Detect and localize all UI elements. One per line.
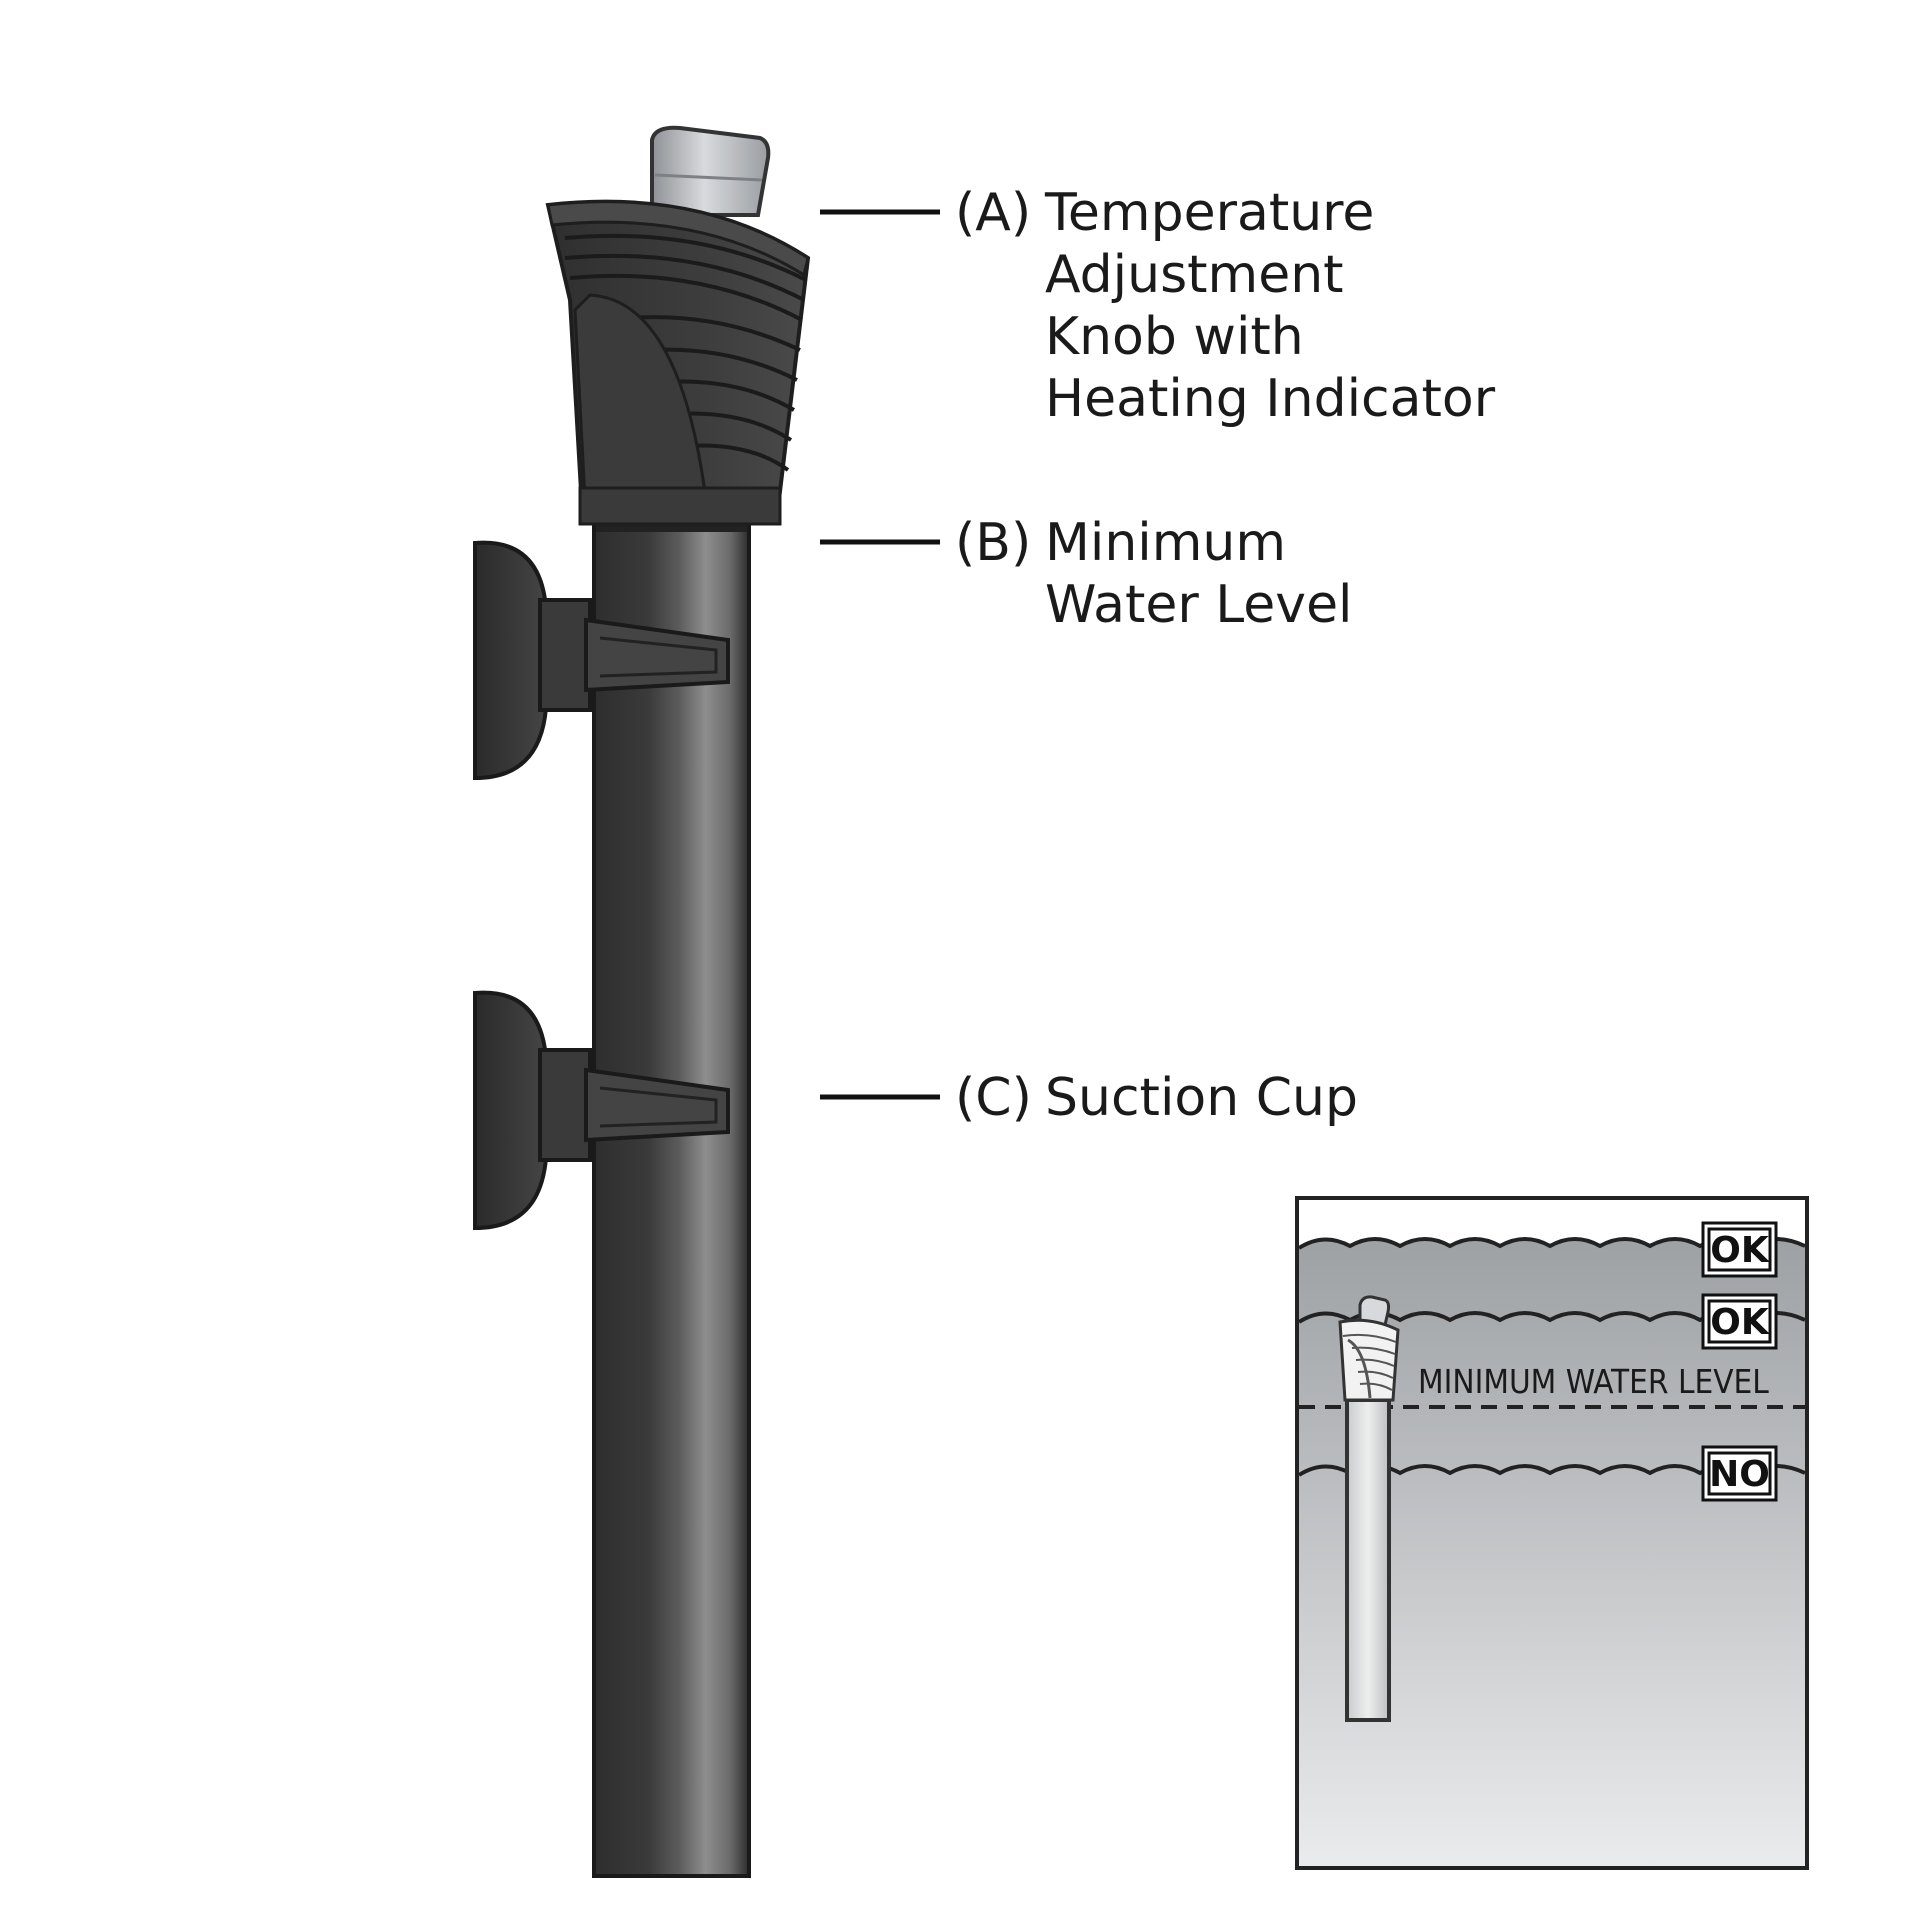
- callout-a-line-3: Knob with: [1045, 307, 1304, 367]
- status-badge-ok-top: OK: [1701, 1221, 1778, 1278]
- callout-b-line-1: Minimum: [1045, 513, 1286, 573]
- callout-a-line-1: Temperature: [1044, 183, 1374, 243]
- callout-c-line-1: Suction Cup: [1045, 1068, 1358, 1128]
- badge-label: OK: [1710, 1302, 1770, 1343]
- badge-label: OK: [1710, 1230, 1770, 1271]
- water-level-inset: MINIMUM WATER LEVEL OK OK: [1295, 1196, 1809, 1870]
- callout-c: (C) Suction Cup: [820, 1068, 1358, 1128]
- callout-a: (A) Temperature Adjustment Knob with Hea…: [820, 183, 1496, 429]
- callout-c-letter: (C): [955, 1068, 1032, 1128]
- callout-b-letter: (B): [955, 513, 1031, 573]
- suction-cup-upper: [473, 540, 730, 781]
- callout-a-line-4: Heating Indicator: [1045, 369, 1496, 429]
- status-badge-no: NO: [1701, 1445, 1778, 1502]
- badge-label: NO: [1709, 1454, 1770, 1495]
- callout-a-letter: (A): [955, 183, 1031, 243]
- callout-b-line-2: Water Level: [1045, 575, 1353, 635]
- suction-cup-lower: [473, 990, 730, 1231]
- temperature-knob: [545, 125, 811, 526]
- mini-heater: [1338, 1295, 1400, 1722]
- minimum-water-level-label: MINIMUM WATER LEVEL: [1418, 1362, 1769, 1401]
- callout-a-line-2: Adjustment: [1045, 245, 1344, 305]
- callout-b: (B) Minimum Water Level: [820, 513, 1353, 635]
- status-badge-ok-middle: OK: [1701, 1293, 1778, 1350]
- heater-tube: [592, 518, 751, 1878]
- water-body: [1299, 1239, 1805, 1866]
